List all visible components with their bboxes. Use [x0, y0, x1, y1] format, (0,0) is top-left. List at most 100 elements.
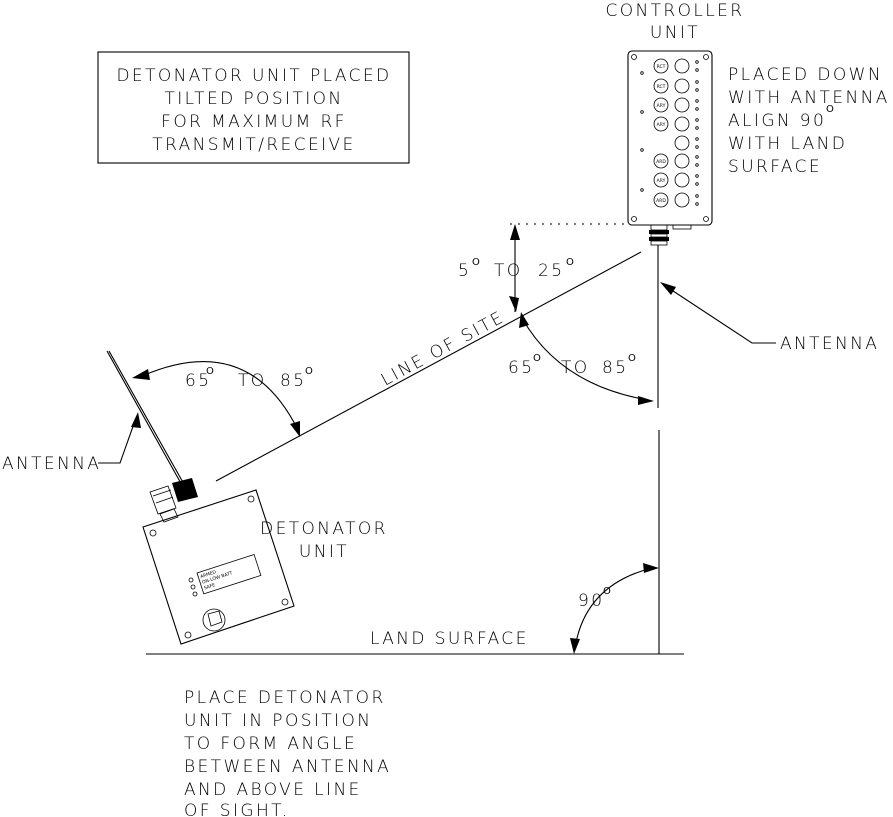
detonator-title-line-1: DETONATOR	[260, 519, 388, 539]
tilt-angle-from: 5	[458, 261, 471, 281]
detonator-angle-arc: 65 O TO 85 O	[132, 361, 313, 437]
detonator-screw-icon	[247, 495, 255, 503]
controller-switch-icon	[674, 116, 690, 132]
detonator-antenna	[106, 350, 184, 488]
right-angle-value: 90	[578, 591, 604, 611]
detonator-unit: ARMED ON-LOW BATT SAFE	[106, 350, 295, 645]
controller-antenna-label: ANTENNA	[780, 334, 879, 354]
detonator-title: DETONATOR UNIT	[260, 519, 388, 562]
controller-note-line-3: ALIGN 90	[728, 111, 826, 131]
detonator-led-icon	[190, 584, 196, 590]
controller-angle-degree-2: O	[628, 353, 636, 364]
line-of-site-label: LINE OF SITE	[378, 307, 509, 390]
controller-antenna-callout: ANTENNA	[660, 282, 879, 354]
right-angle-degree: O	[603, 586, 611, 597]
controller-title-line-1: CONTROLLER	[605, 1, 744, 21]
note-box-frame	[97, 51, 410, 164]
detonator-antenna-callout: ANTENNA	[2, 412, 141, 474]
controller-button	[653, 58, 669, 74]
controller-switch-icon	[674, 192, 690, 208]
detonator-display-line-3: SAFE	[203, 582, 216, 591]
controller-title-line-2: UNIT	[650, 23, 700, 43]
note-line-1: DETONATOR UNIT PLACED	[116, 66, 391, 86]
controller-button	[653, 97, 669, 113]
tilt-angle-to: 25	[538, 261, 564, 281]
note-line-3: FOR MAXIMUM RF	[161, 112, 347, 132]
controller-angle-from: 65	[508, 358, 534, 378]
controller-body	[627, 50, 713, 226]
land-surface-label: LAND SURFACE	[370, 629, 529, 649]
detonator-antenna-label: ANTENNA	[2, 454, 101, 474]
controller-indicator-dots	[640, 60, 699, 206]
note-line-2: TILTED POSITION	[164, 89, 343, 109]
detonator-body	[142, 489, 295, 645]
controller-note-degree: O	[826, 104, 834, 115]
controller-screw-icon	[703, 216, 709, 222]
detonator-title-line-2: UNIT	[299, 542, 349, 562]
detonator-screw-icon	[281, 598, 289, 606]
controller-note-line-2: WITH ANTENNA	[728, 88, 890, 108]
instruction-line-2: UNIT IN POSITION	[184, 711, 372, 731]
instruction-line-3: TO FORM ANGLE	[184, 734, 357, 754]
controller-switch-icon	[674, 58, 690, 74]
controller-button-label: ARY	[657, 178, 666, 184]
tilt-angle-dimension: 5 O TO 25 O	[458, 224, 574, 312]
controller-button	[653, 172, 669, 188]
tilt-angle-degree-2: O	[566, 257, 574, 268]
detonator-display-line-1: ARMED	[200, 569, 218, 580]
controller-button-label: ARD	[656, 198, 666, 204]
controller-button	[653, 153, 669, 169]
controller-switch-icon	[674, 97, 690, 113]
controller-angle-arc: 65 O TO 85 O	[508, 312, 654, 405]
detonator-port-icon	[202, 608, 226, 632]
controller-note-line-4: WITH LAND	[728, 134, 847, 154]
controller-button	[653, 116, 669, 132]
controller-antenna-connector	[649, 224, 692, 246]
controller-buttons: RCT RCT ARY ARY ARD ARY ARD	[653, 58, 669, 208]
instruction-line-1: PLACE DETONATOR	[184, 688, 386, 708]
detonator-angle-to: 85	[280, 371, 306, 391]
controller-button-label: ARY	[657, 103, 666, 109]
controller-button	[653, 192, 669, 208]
controller-note-line-5: SURFACE	[728, 157, 822, 177]
detonator-screw-icon	[184, 631, 192, 639]
controller-note: PLACED DOWN WITH ANTENNA ALIGN 90 O WITH…	[728, 65, 890, 177]
controller-angle-degree-1: O	[533, 353, 541, 364]
detonator-led-icon	[188, 577, 194, 583]
controller-angle-to-word: TO	[561, 358, 590, 378]
controller-screw-icon	[703, 54, 709, 60]
controller-angle-to: 85	[602, 358, 628, 378]
controller-switch-icon	[674, 153, 690, 169]
controller-title: CONTROLLER UNIT	[605, 1, 744, 43]
note-box: DETONATOR UNIT PLACED TILTED POSITION FO…	[97, 51, 410, 164]
detonator-led-icon	[192, 591, 198, 597]
controller-unit: RCT RCT ARY ARY ARD ARY ARD	[627, 50, 713, 408]
controller-switch-icon	[674, 172, 690, 188]
instruction-text: PLACE DETONATOR UNIT IN POSITION TO FORM…	[184, 688, 391, 817]
controller-switch-icon	[674, 78, 690, 94]
instruction-line-6: OF SIGHT.	[184, 801, 290, 817]
controller-button-label: ARY	[657, 122, 666, 128]
detonator-screw-icon	[149, 529, 157, 537]
controller-screw-icon	[631, 54, 637, 60]
detonator-antenna-connector	[149, 478, 198, 523]
detonator-display: ARMED ON-LOW BATT SAFE	[196, 553, 262, 595]
detonator-angle-from: 65	[185, 371, 211, 391]
controller-button-label: RCT	[657, 84, 666, 90]
line-of-site	[215, 251, 642, 482]
controller-button	[653, 78, 669, 94]
detonator-angle-degree-1: O	[206, 366, 214, 377]
controller-switch-icon	[674, 135, 690, 151]
detonator-angle-degree-2: O	[305, 366, 313, 377]
controller-button-label: ARD	[656, 159, 666, 165]
controller-switches	[674, 58, 690, 208]
right-angle-arc: 90 O	[570, 563, 659, 654]
instruction-line-4: BETWEEN ANTENNA	[184, 757, 391, 777]
controller-screw-icon	[631, 216, 637, 222]
tilt-angle-to-word: TO	[494, 261, 523, 281]
note-line-4: TRANSMIT/RECEIVE	[152, 135, 355, 155]
tilt-angle-degree-1: O	[472, 257, 480, 268]
instruction-line-5: AND ABOVE LINE	[184, 780, 362, 800]
detonator-angle-to-word: TO	[238, 371, 267, 391]
